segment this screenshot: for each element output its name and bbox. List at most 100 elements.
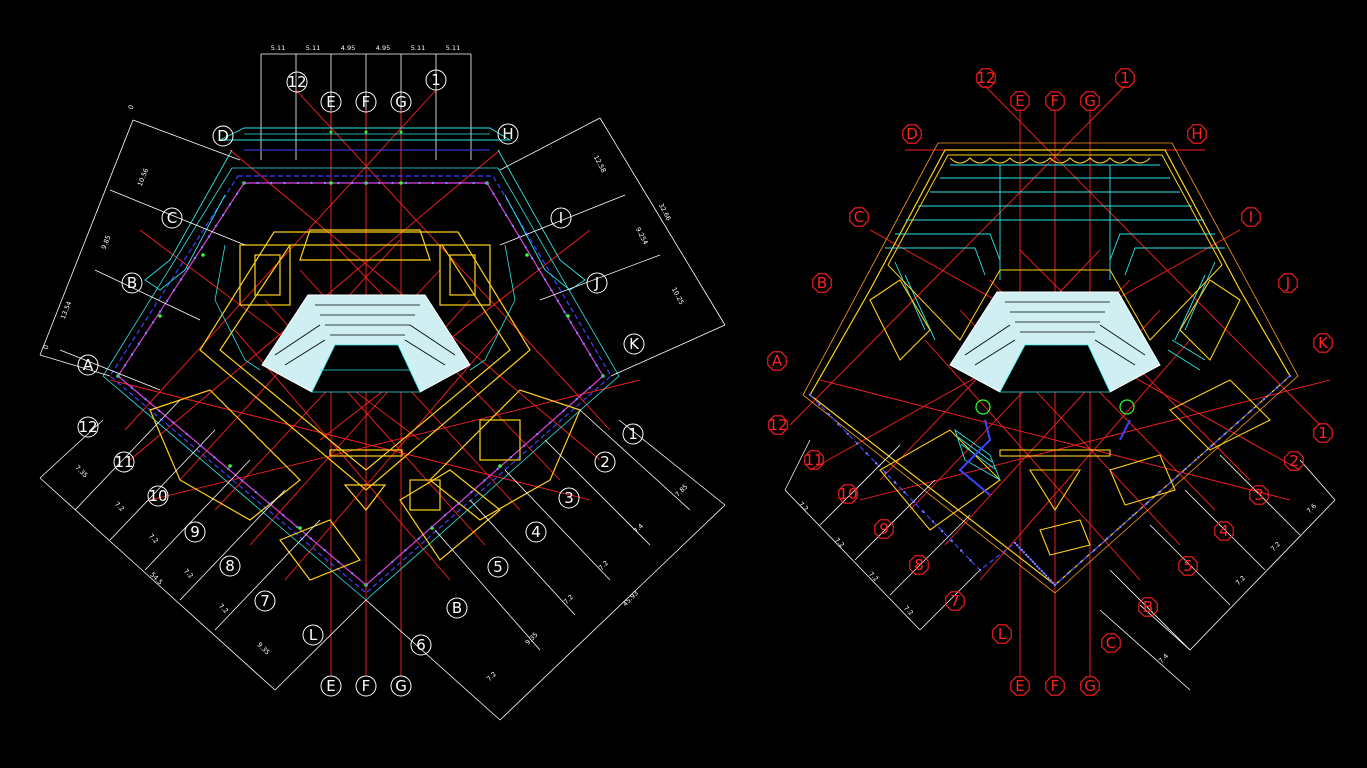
right-outer-dimension-lines (784, 439, 1336, 691)
grid-label: 8 (914, 556, 924, 574)
left-balcony-tiers (214, 244, 516, 371)
wall-tick (1210, 444, 1213, 447)
wall-tick (158, 310, 162, 313)
wall-tick (530, 256, 534, 260)
wall-tick (268, 502, 271, 505)
wall-tick (543, 278, 547, 281)
wall-tick (235, 192, 239, 195)
grid-label: J (594, 274, 599, 292)
wall-tick (377, 181, 381, 185)
wall-tick (310, 181, 313, 185)
wall-tick (1029, 558, 1032, 561)
wall-tick (582, 342, 585, 345)
wall-tick (1262, 398, 1266, 401)
grid-bubble-octagon (909, 555, 929, 575)
grid-label: B (452, 599, 462, 617)
wall-tick (1013, 541, 1017, 545)
dim-label: 12.58 (592, 154, 608, 174)
dim-label: 45.93 (621, 589, 640, 608)
wall-tick (214, 224, 218, 228)
wall-tick (254, 490, 257, 494)
grid-label: F (362, 677, 371, 695)
grid-bubble-octagon (768, 415, 788, 435)
grid-label: L (998, 625, 1007, 643)
dim-label: 9.35 (255, 641, 271, 657)
wall-tick (193, 256, 197, 260)
right-grid-bubbles (767, 68, 1333, 696)
wall-tick (123, 364, 127, 367)
grid-label: E (1015, 677, 1024, 695)
wall-tick (445, 181, 448, 185)
grid-label: G (1084, 677, 1096, 695)
wall-tick (337, 560, 340, 563)
grid-label: H (1191, 125, 1202, 143)
left-auditorium-seating (261, 294, 471, 393)
wall-tick (1024, 553, 1028, 556)
grid-bubble-octagon (1080, 676, 1100, 696)
grid-label: 11 (804, 451, 823, 469)
grid-label: C (854, 208, 864, 226)
wall-tick (199, 444, 202, 447)
wall-tick (323, 181, 327, 185)
grid-label: 12 (78, 418, 97, 436)
wall-tick (282, 514, 285, 517)
wall-tick (295, 525, 299, 529)
dim-label: 7.35 (73, 464, 89, 480)
grid-label: 5 (493, 558, 503, 576)
wall-tick (256, 181, 259, 185)
wall-tick (959, 549, 963, 552)
grid-label: B (817, 274, 827, 292)
grid-label: 7 (260, 592, 270, 610)
grid-bubble-octagon (1178, 556, 1198, 576)
grid-bubble-octagon (1101, 633, 1121, 653)
wall-tick (837, 423, 840, 426)
wall-tick (483, 479, 486, 482)
grid-bubble-octagon (1045, 676, 1065, 696)
wall-tick (240, 479, 244, 482)
wall-tick (144, 398, 147, 401)
grid-bubble-octagon (1241, 207, 1261, 227)
right-auditorium-seating (949, 291, 1161, 393)
wall-tick-marks (116, 181, 1292, 587)
wall-tick (417, 537, 420, 540)
wall-tick (511, 224, 514, 228)
wall-tick (151, 321, 155, 324)
wall-tick (505, 214, 508, 217)
wall-tick (323, 549, 326, 552)
wall-tick (228, 203, 232, 206)
grid-label: G (395, 677, 407, 695)
grid-bubble-octagon (1187, 124, 1207, 144)
wall-tick (601, 374, 605, 378)
dim-label: 0 (42, 344, 51, 351)
grid-bubble-octagon (1138, 597, 1158, 617)
dim-label: 7.2 (797, 500, 810, 513)
dim-label: 7.2 (867, 570, 880, 583)
wall-tick (576, 331, 579, 335)
wall-tick (536, 432, 539, 436)
grid-label: D (906, 125, 918, 143)
grid-label: G (1084, 92, 1096, 110)
wall-tick (350, 181, 354, 185)
grid-label: F (362, 93, 371, 111)
wall-tick (1038, 567, 1041, 570)
wall-tick (549, 421, 552, 424)
grid-bubble-octagon (767, 351, 787, 371)
wall-tick (418, 181, 421, 185)
dim-label: 4.95 (341, 44, 355, 52)
grid-bubble-octagon (849, 207, 869, 227)
dim-label: 5.11 (306, 44, 320, 52)
grid-label: B (1143, 598, 1153, 616)
wall-tick (296, 181, 300, 185)
grid-label: 10 (838, 485, 857, 503)
grid-bubble-octagon (992, 624, 1012, 644)
wall-tick (893, 481, 897, 484)
wall-tick (207, 235, 211, 238)
wall-tick (1031, 560, 1035, 563)
left-outer-dimension-lines (39, 117, 726, 721)
grid-label: G (395, 93, 407, 111)
dim-label: 7.6 (1305, 502, 1318, 515)
grid-label: F (1051, 677, 1060, 695)
grid-label: 2 (1289, 452, 1299, 470)
wall-tick (309, 537, 313, 540)
wall-tick (588, 353, 592, 356)
